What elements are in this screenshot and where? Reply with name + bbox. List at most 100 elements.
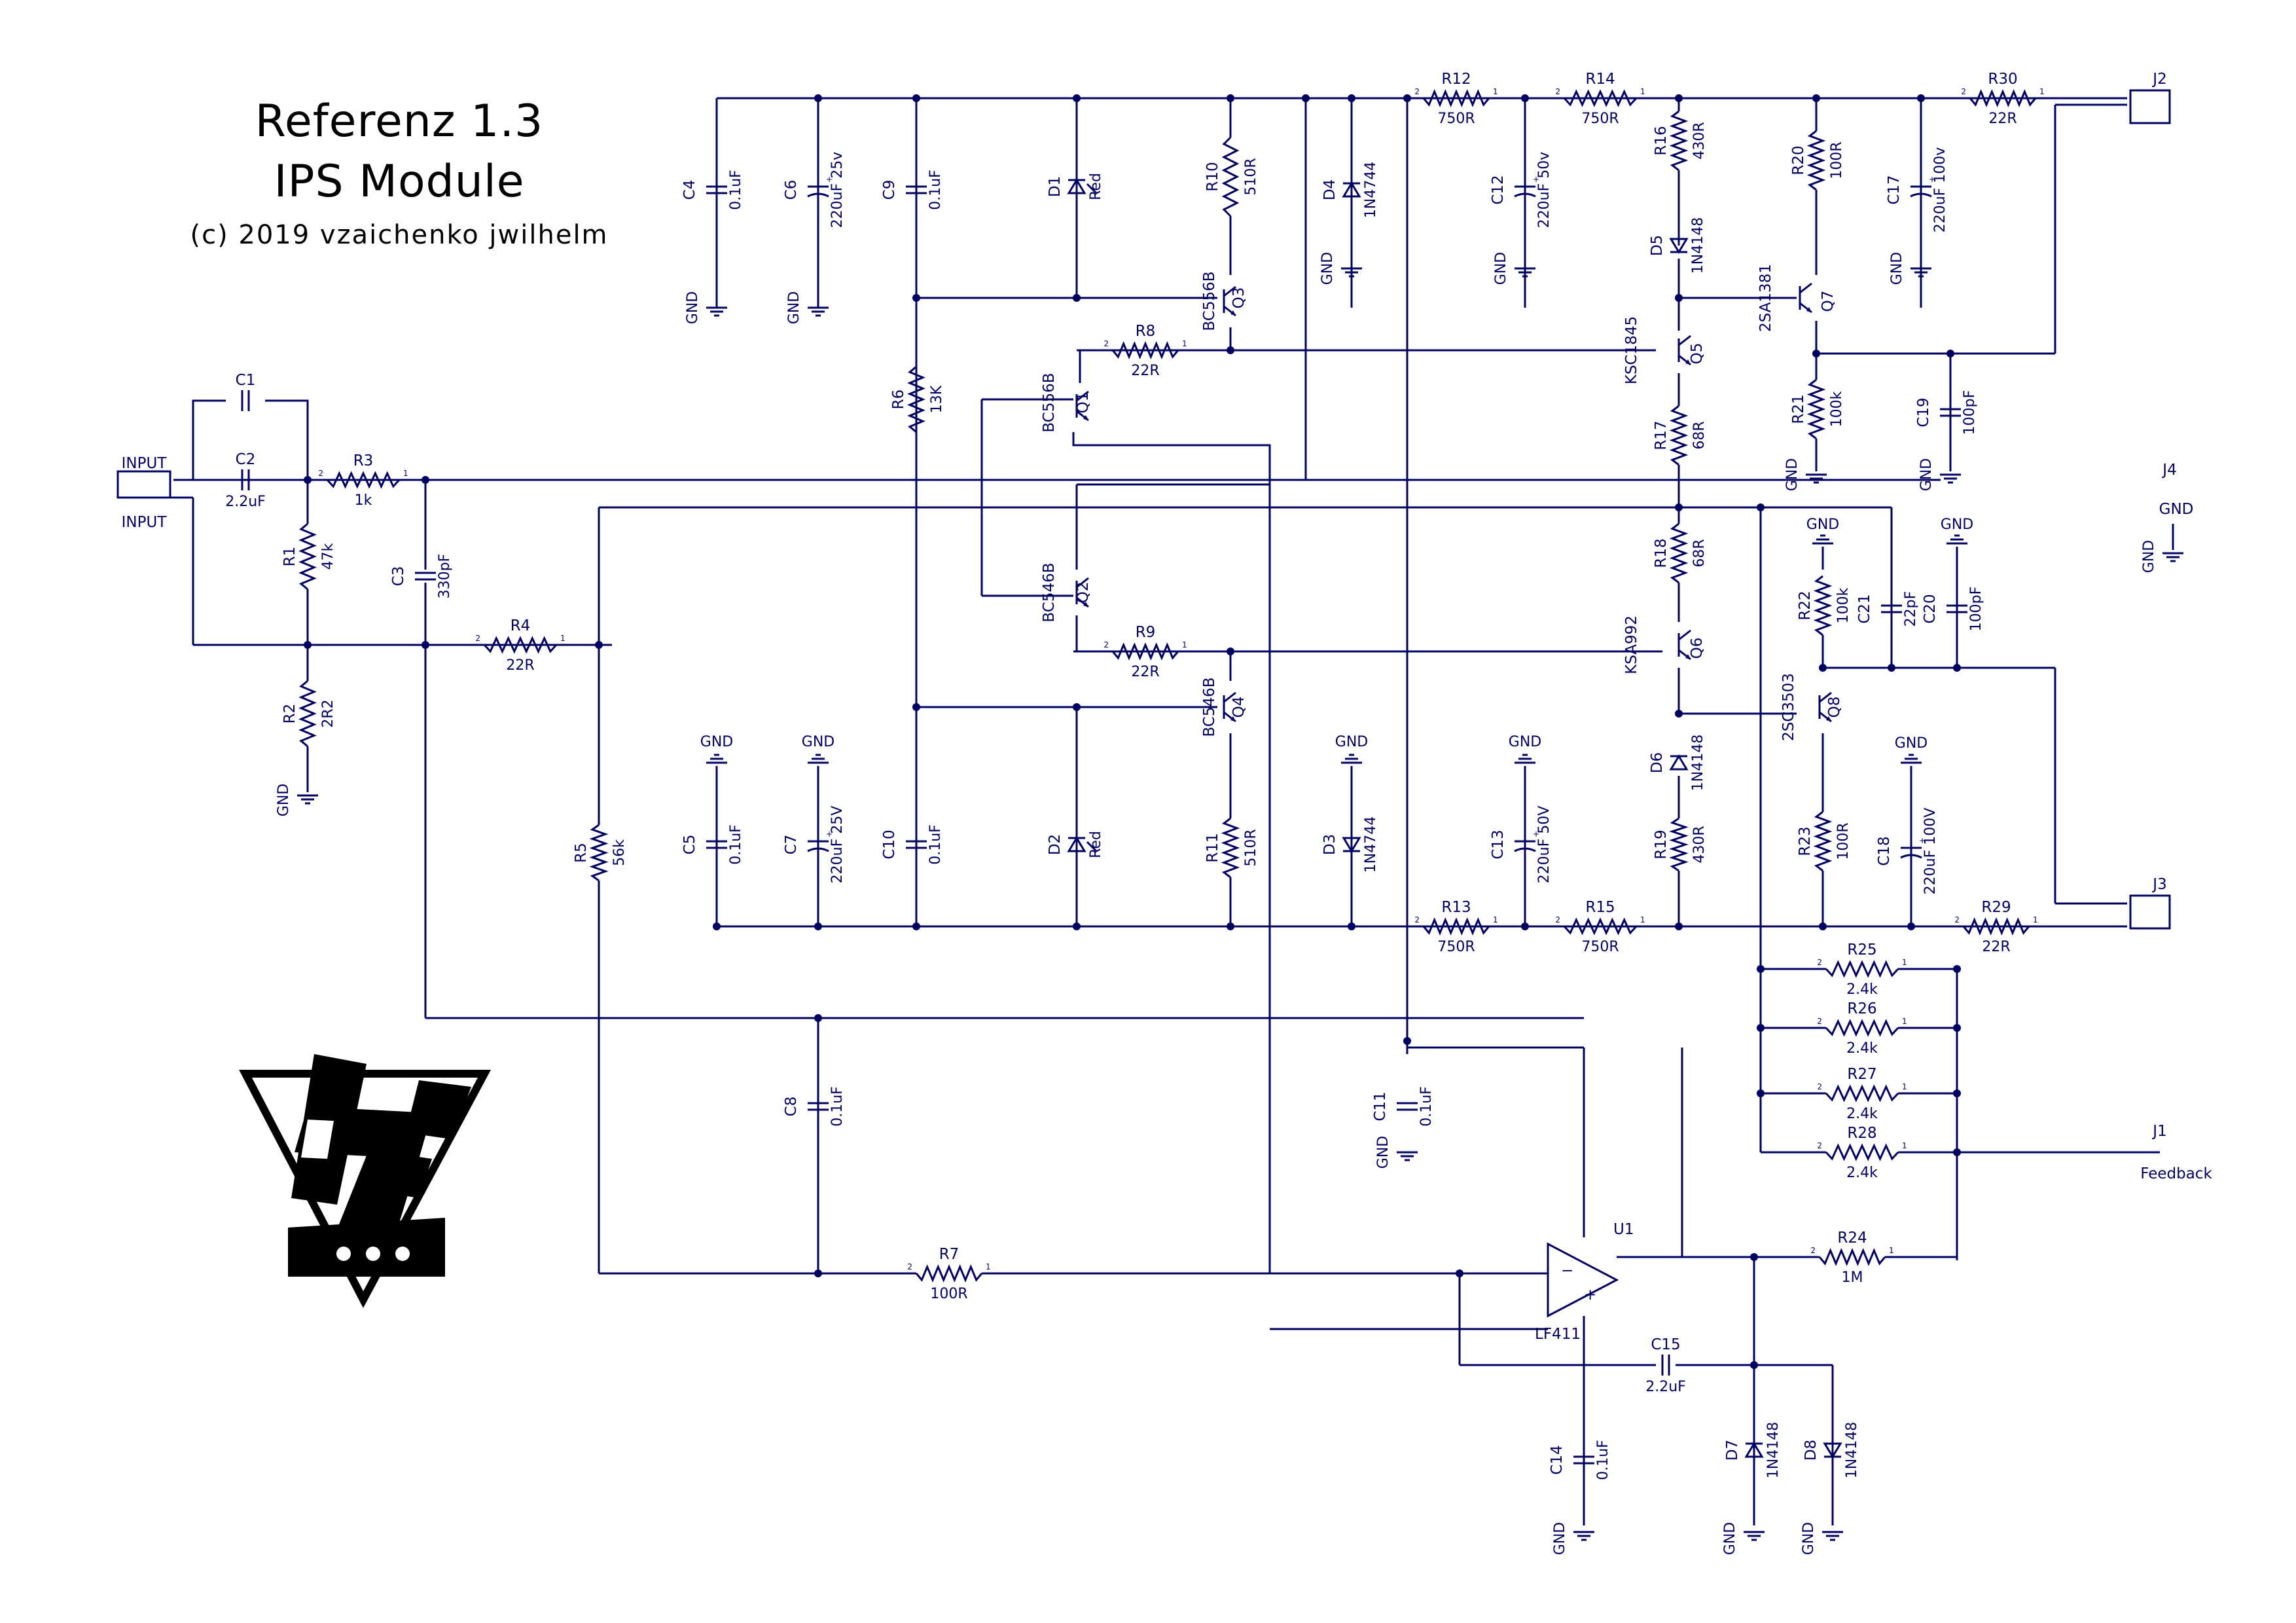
ref-r22: R22 <box>1797 591 1814 620</box>
resistor-r7 <box>915 1264 983 1283</box>
ref-q2-part: BC546B <box>1041 562 1058 622</box>
ground-symbol <box>1341 754 1362 764</box>
resistor-r24 <box>1818 1248 1886 1266</box>
ref-d2: D2 <box>1047 834 1064 855</box>
resistor-r17 <box>1669 405 1689 466</box>
value-c21: 22pF <box>1903 591 1919 627</box>
resistor-r21 <box>1806 378 1826 440</box>
svg-text:1: 1 <box>1640 87 1645 96</box>
value-c17: 220uF 100v <box>1932 147 1948 233</box>
ref-r16: R16 <box>1653 126 1670 155</box>
resistor-r25 <box>1825 960 1899 978</box>
j2-ref: J2 <box>2151 71 2166 88</box>
resistor-r14 <box>1563 89 1638 107</box>
value-r28: 2.4k <box>1846 1165 1878 1181</box>
capacitor-c19 <box>1940 408 1961 417</box>
value-r2: 2R2 <box>320 699 336 727</box>
ref-r19: R19 <box>1653 830 1670 859</box>
ref-r11: R11 <box>1204 833 1221 862</box>
value-c9: 0.1uF <box>927 170 944 210</box>
value-r10: 510R <box>1243 158 1259 195</box>
ground-symbol <box>1341 267 1362 278</box>
capacitor-c11 <box>1397 1102 1418 1111</box>
gnd-label: GND <box>1895 735 1928 752</box>
gnd-label: GND <box>1722 1522 1738 1555</box>
value-c13: 220uF 50V <box>1536 806 1552 884</box>
capacitor-c3 <box>415 572 436 581</box>
ref-q7: Q7 <box>1820 291 1837 312</box>
logo <box>239 1054 492 1308</box>
gnd-label: GND <box>1784 458 1801 491</box>
ground-symbol <box>1812 534 1833 545</box>
value-c12: 220uF 50v <box>1536 152 1552 228</box>
opamp-minus: − <box>1561 1262 1573 1279</box>
ref-c10: C10 <box>881 830 898 859</box>
capacitor-c20 <box>1946 604 1967 613</box>
diode-d8 <box>1823 1442 1842 1459</box>
gnd-label: GND <box>1319 252 1336 285</box>
capacitor-c12 <box>1514 185 1536 198</box>
svg-text:+: + <box>1929 175 1935 184</box>
ground-symbol <box>1806 473 1827 484</box>
svg-text:2: 2 <box>1954 915 1960 924</box>
diode-d3 <box>1342 837 1361 853</box>
svg-text:1: 1 <box>560 634 565 643</box>
ref-r13: R13 <box>1441 899 1471 916</box>
resistor-r10 <box>1221 136 1240 217</box>
components <box>117 89 2183 1541</box>
ref-c7: C7 <box>783 835 800 855</box>
ref-r14: R14 <box>1585 71 1615 88</box>
value-d3: 1N4744 <box>1363 816 1379 873</box>
transistor-q2 <box>1075 577 1089 608</box>
value-c11: 0.1uF <box>1418 1086 1435 1127</box>
value-c5: 0.1uF <box>728 824 744 865</box>
opamp-plus: + <box>1584 1286 1596 1304</box>
svg-text:2: 2 <box>475 634 480 643</box>
gnd-label: GND <box>786 291 802 324</box>
transistor-q8 <box>1818 691 1832 723</box>
value-c19: 100pF <box>1962 390 1978 435</box>
ref-q7-part: 2SA1381 <box>1757 264 1774 332</box>
gnd-label: GND <box>1918 458 1935 491</box>
ref-r25: R25 <box>1847 941 1876 958</box>
svg-text:+: + <box>1533 830 1539 839</box>
resistor-r1 <box>298 522 317 591</box>
resistor-r12 <box>1422 89 1490 107</box>
ref-q8-part: 2SC3503 <box>1780 673 1797 741</box>
j2-connector <box>2129 89 2171 124</box>
j4-ref: J4 <box>2161 462 2176 479</box>
value-c15: 2.2uF <box>1645 1379 1686 1395</box>
ground-symbol <box>1940 473 1961 484</box>
value-d6: 1N4148 <box>1690 735 1706 791</box>
svg-text:+: + <box>1533 175 1539 184</box>
ref-r3: R3 <box>353 452 374 469</box>
ref-r23: R23 <box>1797 826 1814 856</box>
ground-symbol <box>808 306 829 317</box>
input-connector <box>117 470 171 499</box>
ref-q3-part: BC556B <box>1201 271 1218 331</box>
value-r18: 68R <box>1691 539 1708 567</box>
ground-symbol <box>1822 1531 1843 1541</box>
ref-c8: C8 <box>783 1097 800 1117</box>
ground-symbol <box>808 754 829 764</box>
transistor-q7 <box>1799 282 1812 314</box>
svg-text:2: 2 <box>1555 87 1560 96</box>
diode-d5 <box>1669 238 1689 254</box>
ref-d1: D1 <box>1047 176 1064 197</box>
ref-q6: Q6 <box>1689 638 1706 659</box>
ref-q1: Q1 <box>1075 392 1092 414</box>
resistor-r28 <box>1825 1143 1899 1161</box>
svg-text:2: 2 <box>1817 958 1822 967</box>
opamp-u1 <box>1547 1242 1619 1318</box>
value-r7: 100R <box>930 1286 967 1302</box>
ref-r12: R12 <box>1441 71 1471 88</box>
svg-text:2: 2 <box>1414 915 1420 924</box>
transistor-q4 <box>1223 691 1236 723</box>
value-r5: 56k <box>611 839 628 866</box>
value-r17: 68R <box>1691 421 1708 449</box>
ref-c21: C21 <box>1856 594 1873 623</box>
value-r20: 100R <box>1829 141 1845 179</box>
resistor-r29 <box>1962 917 2030 936</box>
ref-d3: D3 <box>1321 834 1338 855</box>
